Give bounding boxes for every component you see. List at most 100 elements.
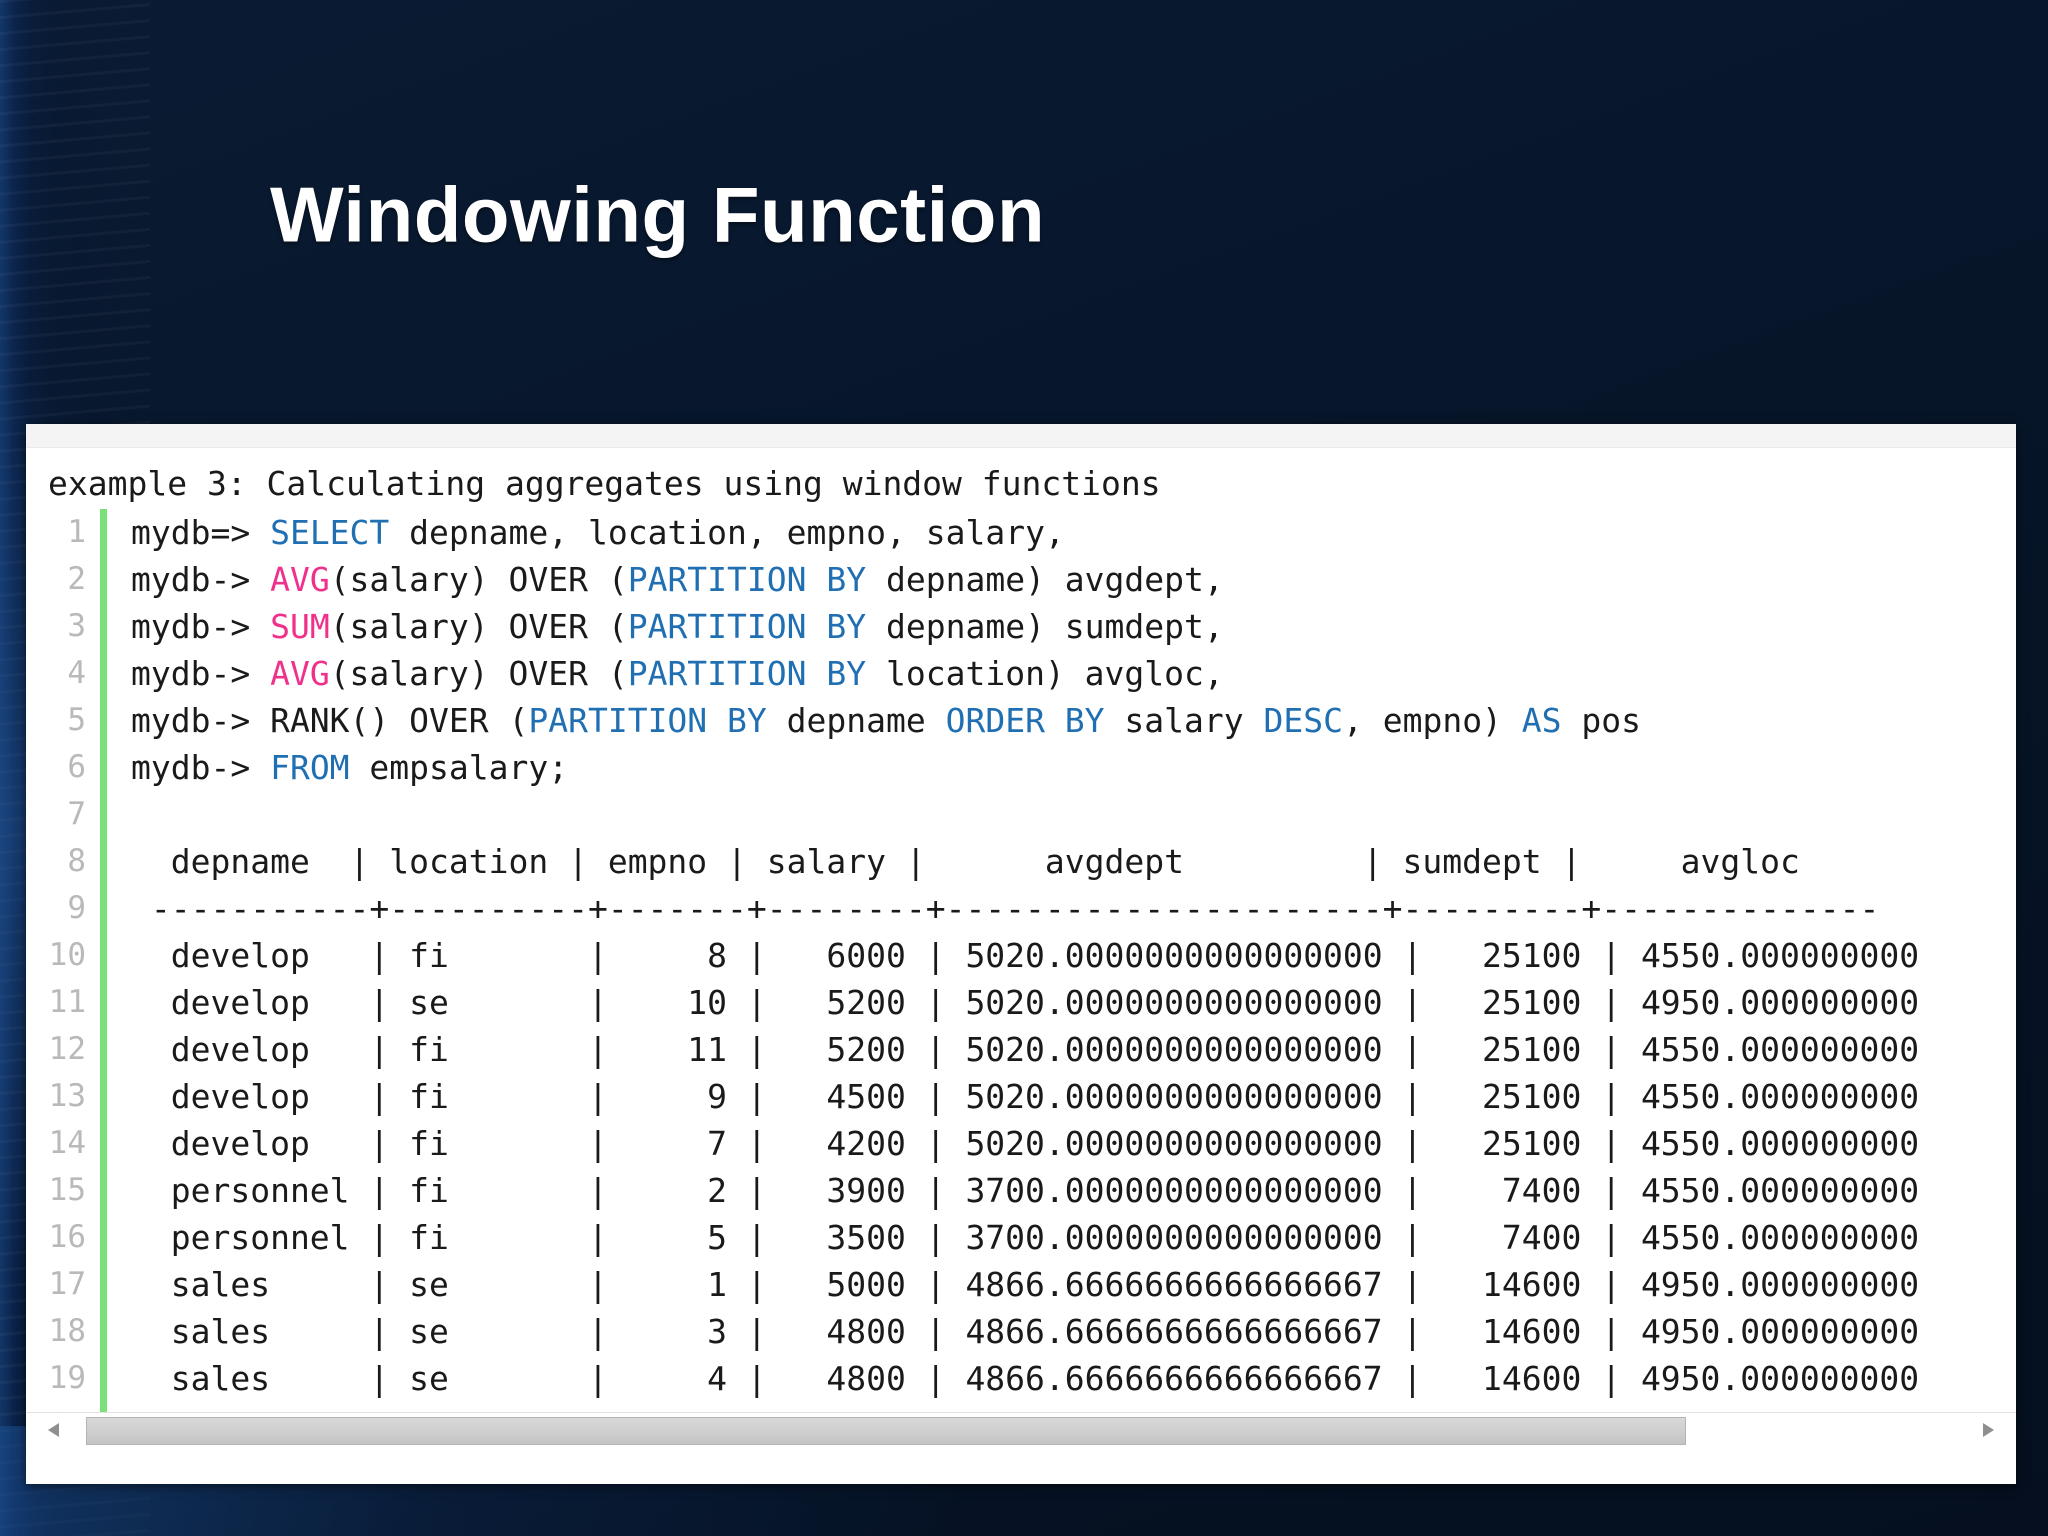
- gutter-change-marker: [100, 1026, 107, 1073]
- gutter-change-marker: [100, 603, 107, 650]
- code-token: personnel | fi | 2 | 3900 | 3700.0000000…: [131, 1171, 1920, 1210]
- code-token: depname, location, empno, salary,: [389, 513, 1065, 552]
- code-token: mydb->: [131, 560, 271, 599]
- code-token: (salary) OVER (: [329, 654, 628, 693]
- gutter-change-marker: [100, 1308, 107, 1355]
- line-number: 18: [48, 1313, 86, 1349]
- code-token: depname) avgdept,: [866, 560, 1224, 599]
- code-line: 17 sales | se | 1 | 5000 | 4866.66666666…: [26, 1261, 2016, 1308]
- code-line: 16 personnel | fi | 5 | 3500 | 3700.0000…: [26, 1214, 2016, 1261]
- code-token: mydb-> RANK() OVER (: [131, 701, 529, 740]
- code-token: PARTITION BY: [627, 607, 867, 646]
- code-line-text: sales | se | 4 | 4800 | 4866.66666666666…: [107, 1355, 1919, 1402]
- code-token: , empno): [1342, 701, 1522, 740]
- code-token: DESC: [1263, 701, 1343, 740]
- code-line: 13 develop | fi | 9 | 4500 | 5020.000000…: [26, 1073, 2016, 1120]
- horizontal-scrollbar[interactable]: [26, 1412, 2016, 1448]
- code-token: PARTITION BY: [627, 654, 867, 693]
- code-line: 7: [26, 791, 2016, 838]
- code-token: sales | se | 1 | 5000 | 4866.66666666666…: [131, 1265, 1920, 1304]
- gutter-change-marker: [100, 556, 107, 603]
- code-token: mydb->: [131, 607, 271, 646]
- code-token: location) avgloc,: [866, 654, 1224, 693]
- code-token: depname | location | empno | salary | av…: [131, 842, 1800, 881]
- gutter-change-marker: [100, 1261, 107, 1308]
- gutter-change-marker: [100, 1073, 107, 1120]
- line-number: 1: [67, 514, 86, 550]
- code-token: personnel | fi | 5 | 3500 | 3700.0000000…: [131, 1218, 1920, 1257]
- line-number: 11: [48, 984, 86, 1020]
- line-number: 8: [67, 843, 86, 879]
- code-line: 10 develop | fi | 8 | 6000 | 5020.000000…: [26, 932, 2016, 979]
- code-token: (salary) OVER (: [329, 607, 628, 646]
- code-line-text: develop | se | 10 | 5200 | 5020.00000000…: [107, 979, 1919, 1026]
- gutter-change-marker: [100, 885, 107, 932]
- code-line: 15 personnel | fi | 2 | 3900 | 3700.0000…: [26, 1167, 2016, 1214]
- code-line: 12 develop | fi | 11 | 5200 | 5020.00000…: [26, 1026, 2016, 1073]
- line-number: 14: [48, 1125, 86, 1161]
- gutter-change-marker: [100, 979, 107, 1026]
- code-token: develop | se | 10 | 5200 | 5020.00000000…: [131, 983, 1920, 1022]
- gutter-change-marker: [100, 1214, 107, 1261]
- code-line-text: mydb-> SUM(salary) OVER (PARTITION BY de…: [107, 603, 1224, 650]
- code-token: develop | fi | 7 | 4200 | 5020.000000000…: [131, 1124, 1920, 1163]
- code-line: 3 mydb-> SUM(salary) OVER (PARTITION BY d…: [26, 603, 2016, 650]
- code-line-text: develop | fi | 8 | 6000 | 5020.000000000…: [107, 932, 1919, 979]
- gutter-change-marker: [100, 697, 107, 744]
- code-token: FROM: [270, 748, 350, 787]
- gutter-change-marker: [100, 1120, 107, 1167]
- line-number: 10: [48, 937, 86, 973]
- triangle-right-icon[interactable]: [1983, 1423, 1994, 1437]
- code-line: 14 develop | fi | 7 | 4200 | 5020.000000…: [26, 1120, 2016, 1167]
- line-number: 5: [67, 702, 86, 738]
- line-number: 7: [67, 796, 86, 832]
- gutter-change-marker: [100, 1355, 107, 1402]
- code-token: sales | se | 3 | 4800 | 4866.66666666666…: [131, 1312, 1920, 1351]
- code-token: PARTITION BY: [528, 701, 767, 740]
- triangle-left-icon[interactable]: [48, 1423, 59, 1437]
- code-token: develop | fi | 9 | 4500 | 5020.000000000…: [131, 1077, 1920, 1116]
- code-token: SELECT: [270, 513, 390, 552]
- line-number: 13: [48, 1078, 86, 1114]
- code-line: 19 sales | se | 4 | 4800 | 4866.66666666…: [26, 1355, 2016, 1402]
- code-line-text: develop | fi | 11 | 5200 | 5020.00000000…: [107, 1026, 1919, 1073]
- line-number: 12: [48, 1031, 86, 1067]
- page-title: Windowing Function: [270, 170, 1046, 259]
- code-line-text: mydb-> RANK() OVER (PARTITION BY depname…: [107, 697, 1641, 744]
- code-token: empsalary;: [349, 748, 569, 787]
- code-token: depname: [766, 701, 946, 740]
- gutter-change-marker: [100, 509, 107, 556]
- code-token: AS: [1521, 701, 1562, 740]
- code-token: ORDER BY: [945, 701, 1105, 740]
- code-caption: example 3: Calculating aggregates using …: [48, 464, 1161, 503]
- line-number: 15: [48, 1172, 86, 1208]
- line-number: 16: [48, 1219, 86, 1255]
- code-token: pos: [1561, 701, 1642, 740]
- line-number: 6: [67, 749, 86, 785]
- line-number: 4: [67, 655, 86, 691]
- code-line-text: develop | fi | 9 | 4500 | 5020.000000000…: [107, 1073, 1919, 1120]
- line-number: 9: [67, 890, 86, 926]
- code-line-text: mydb-> AVG(salary) OVER (PARTITION BY de…: [107, 556, 1224, 603]
- code-line-text: -----------+----------+-------+--------+…: [107, 885, 1880, 932]
- gutter-change-marker: [100, 744, 107, 791]
- scrollbar-thumb[interactable]: [86, 1417, 1686, 1445]
- code-token: AVG: [270, 654, 330, 693]
- code-line: 2 mydb-> AVG(salary) OVER (PARTITION BY d…: [26, 556, 2016, 603]
- code-line: 18 sales | se | 3 | 4800 | 4866.66666666…: [26, 1308, 2016, 1355]
- line-number: 2: [67, 561, 86, 597]
- code-token: salary: [1104, 701, 1264, 740]
- code-line-text: depname | location | empno | salary | av…: [107, 838, 1800, 885]
- code-token: (salary) OVER (: [329, 560, 628, 599]
- code-line: 5 mydb-> RANK() OVER (PARTITION BY depnam…: [26, 697, 2016, 744]
- code-line: 8 depname | location | empno | salary | …: [26, 838, 2016, 885]
- gutter-change-marker: [100, 791, 107, 838]
- line-number: 3: [67, 608, 86, 644]
- gutter-change-marker: [100, 932, 107, 979]
- code-line-text: sales | se | 1 | 5000 | 4866.66666666666…: [107, 1261, 1919, 1308]
- code-line: 9 -----------+----------+-------+-------…: [26, 885, 2016, 932]
